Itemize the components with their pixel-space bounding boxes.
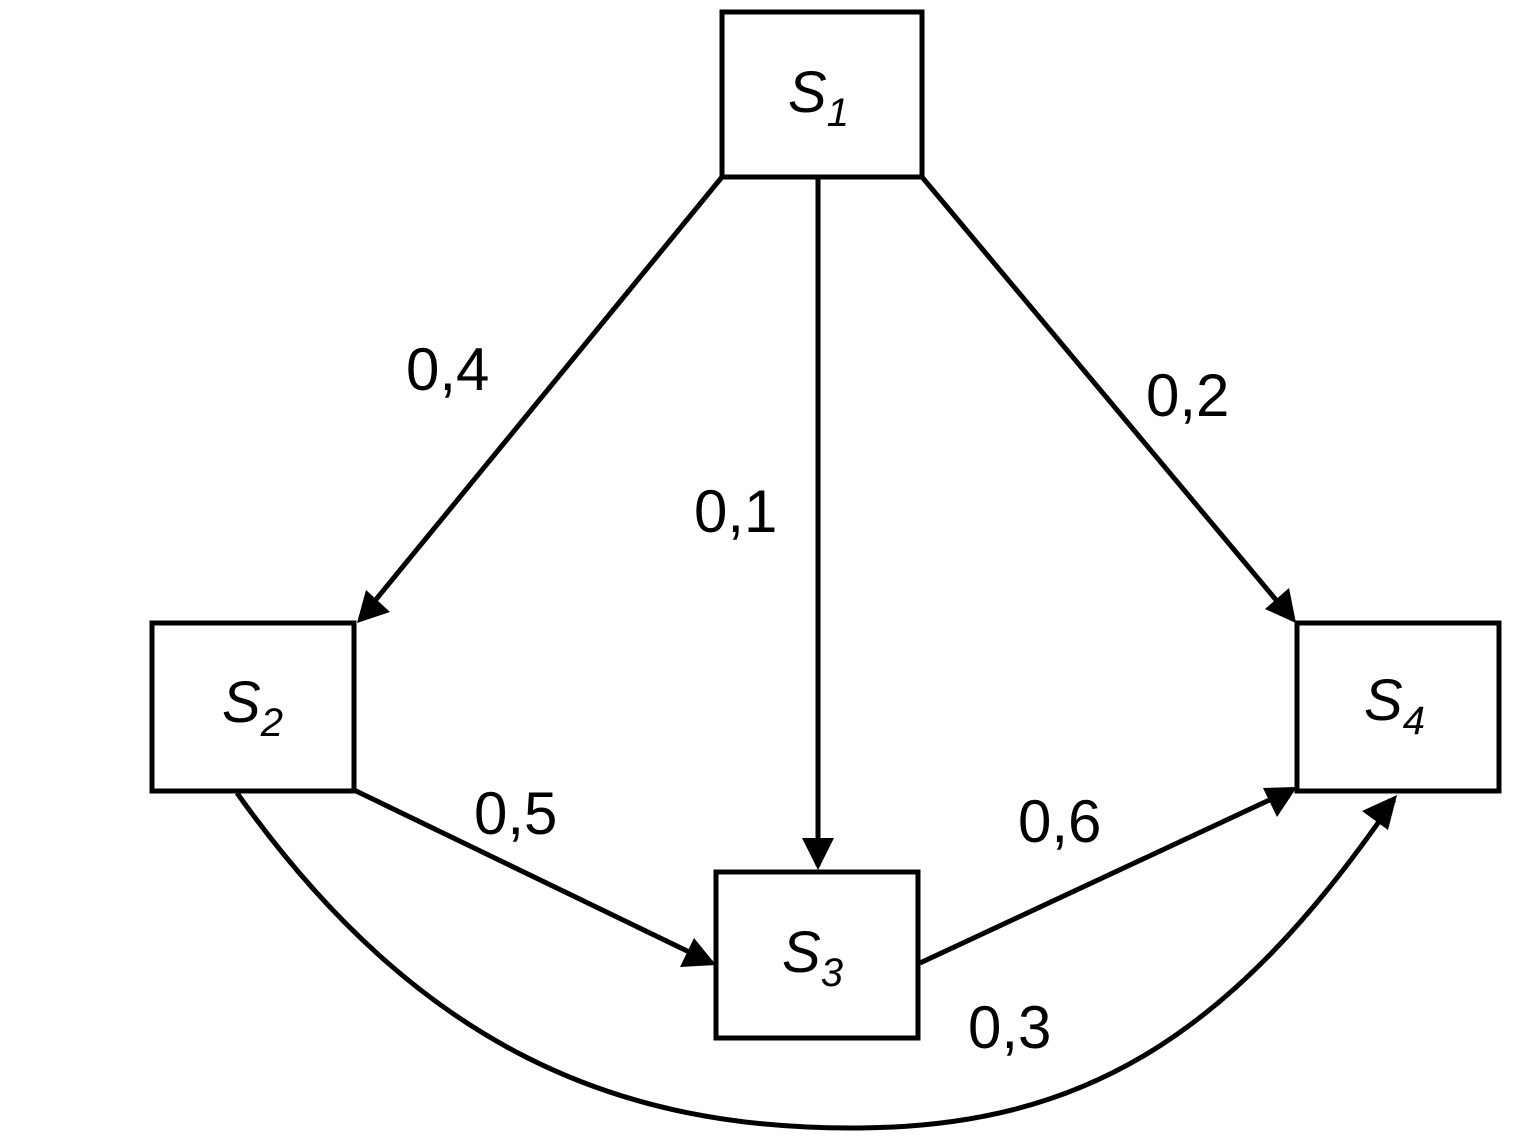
node-s1: S1 — [719, 9, 925, 180]
edges — [234, 175, 1397, 1131]
edge-label-s1-s3: 0,1 — [694, 478, 777, 545]
edge-s1-s2 — [358, 175, 724, 621]
edge-label-s1-s4: 0,2 — [1146, 362, 1229, 429]
arrowhead-s3-s4 — [1263, 787, 1297, 817]
node-s4-base: S — [1364, 668, 1403, 733]
node-s2-base: S — [222, 670, 261, 735]
edge-s1-s4 — [920, 175, 1294, 621]
edge-label-s1-s2: 0,4 — [406, 336, 489, 403]
svg-text:S2: S2 — [222, 670, 283, 745]
edge-s2-s3 — [352, 787, 714, 966]
arrowhead-s2-s3 — [680, 938, 716, 967]
node-s3: S3 — [713, 869, 921, 1041]
edge-s3-s4 — [918, 786, 1295, 966]
node-s1-sub: 1 — [827, 91, 849, 135]
node-s2: S2 — [149, 620, 357, 794]
node-s1-base: S — [788, 60, 827, 125]
edge-label-s3-s4: 0,6 — [1018, 788, 1101, 855]
svg-text:S3: S3 — [782, 920, 843, 995]
arrowhead-s1-s3 — [802, 838, 834, 870]
svg-text:S4: S4 — [1364, 668, 1425, 743]
arrowhead-s1-s4 — [1265, 588, 1296, 623]
edge-label-s2-s3: 0,5 — [474, 780, 557, 847]
svg-text:S1: S1 — [788, 60, 849, 135]
node-s2-sub: 2 — [260, 701, 283, 745]
node-s4-sub: 4 — [1403, 699, 1425, 743]
edge-label-s2-s4: 0,3 — [968, 994, 1051, 1061]
arrowhead-s2-s4 — [1362, 795, 1397, 830]
node-s3-base: S — [782, 920, 821, 985]
edge-s2-s4 — [234, 791, 1397, 1131]
node-s4: S4 — [1294, 620, 1502, 794]
node-s3-sub: 3 — [821, 951, 843, 995]
edge-labels: 0,4 0,1 0,2 0,5 0,6 0,3 — [406, 336, 1229, 1061]
arrowhead-s1-s2 — [357, 590, 390, 623]
